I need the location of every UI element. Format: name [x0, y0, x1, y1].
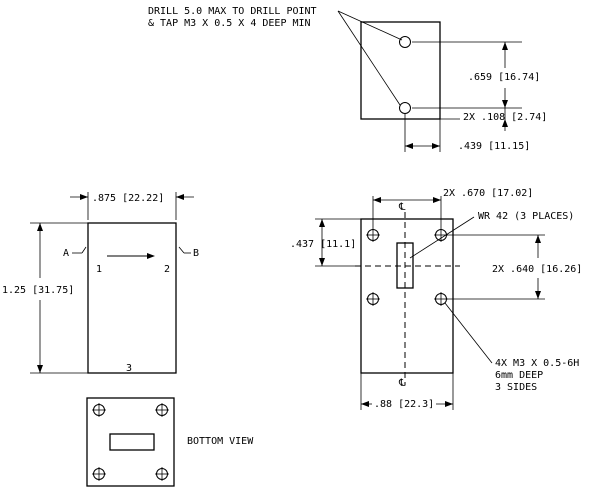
arrow-offset: [502, 119, 508, 127]
port-3-label: 3: [126, 363, 132, 374]
arrow-front-bottom-right: [445, 401, 453, 407]
drill-leader-upper: [337, 10, 403, 41]
label-b-leader-tip: [178, 246, 185, 254]
arrow-front-top-left: [373, 197, 381, 203]
dim-offset-label: 2X .108 [2.74]: [463, 112, 547, 123]
waveguide-leader: [409, 216, 475, 259]
side-view: .875 [22.22] 1.25 [31.75] A B 1 2 3: [2, 192, 199, 374]
front-dim-left: .437 [11.1]: [290, 239, 356, 250]
bottom-hole-top-right: [155, 403, 169, 417]
bottom-view: BOTTOM VIEW: [86, 397, 254, 487]
bottom-hole-bottom-right: [155, 467, 169, 481]
arrow-front-right-down: [535, 291, 541, 299]
tap-note-leader: [444, 302, 493, 364]
side-view-outline: [87, 222, 177, 374]
arrow-side-left: [80, 194, 88, 200]
tapped-hole-lower: [399, 102, 411, 114]
bottom-waveguide-opening: [109, 433, 155, 451]
side-dim-height: 1.25 [31.75]: [2, 285, 74, 296]
bottom-hole-bottom-left: [92, 467, 106, 481]
dim-height-label: .659 [16.74]: [468, 72, 540, 83]
arrow-width-left: [405, 143, 413, 149]
label-a: A: [63, 248, 69, 259]
drill-leader-lower: [337, 10, 401, 106]
front-view-outline: [360, 218, 454, 374]
arrow-down: [502, 100, 508, 108]
arrow-front-top-right: [433, 197, 441, 203]
label-b: B: [193, 248, 199, 259]
side-dim-width: .875 [22.22]: [92, 193, 164, 204]
arrow-front-bottom-left: [361, 401, 369, 407]
arrow-front-right-up: [535, 235, 541, 243]
port-2-label: 2: [164, 264, 170, 275]
front-dim-top: 2X .670 [17.02]: [443, 188, 533, 199]
centerline-bottom-symbol: ℄: [398, 378, 406, 389]
arrow-front-left-up: [319, 219, 325, 227]
front-hole-bottom-right: [434, 292, 448, 306]
front-dim-bottom: .88 [22.3]: [374, 399, 434, 410]
bottom-view-outline: [86, 397, 175, 487]
arrow-up: [502, 42, 508, 50]
arrow-front-left-down: [319, 258, 325, 266]
label-a-leader-tip: [81, 246, 87, 254]
front-hole-bottom-left: [366, 292, 380, 306]
drill-note-line1: DRILL 5.0 MAX TO DRILL POINT: [148, 6, 317, 17]
waveguide-note: WR 42 (3 PLACES): [478, 211, 574, 222]
tap-note-line3: 3 SIDES: [495, 382, 537, 393]
bottom-hole-top-left: [92, 403, 106, 417]
port-direction-arrow-head: [147, 253, 155, 259]
waveguide-opening: [396, 242, 414, 289]
tap-note-line1: 4X M3 X 0.5-6H: [495, 358, 579, 369]
arrow-side-right: [176, 194, 184, 200]
bottom-view-label: BOTTOM VIEW: [187, 436, 254, 447]
drill-note-line2: & TAP M3 X 0.5 X 4 DEEP MIN: [148, 18, 311, 29]
tap-note-line2: 6mm DEEP: [495, 370, 543, 381]
front-view: 2X .670 [17.02] ℄ WR 42 (3 PLACES): [290, 188, 582, 410]
centerline-top-symbol: ℄: [398, 202, 406, 213]
dim-width-label: .439 [11.15]: [458, 141, 530, 152]
arrow-width-right: [432, 143, 440, 149]
arrow-side-down: [37, 365, 43, 373]
top-view-outline: [360, 21, 441, 120]
front-dim-right: 2X .640 [16.26]: [492, 264, 582, 275]
top-view: DRILL 5.0 MAX TO DRILL POINT & TAP M3 X …: [148, 6, 547, 152]
tapped-hole-upper: [399, 36, 411, 48]
arrow-side-up: [37, 223, 43, 231]
front-hole-top-left: [366, 228, 380, 242]
port-1-label: 1: [96, 264, 102, 275]
